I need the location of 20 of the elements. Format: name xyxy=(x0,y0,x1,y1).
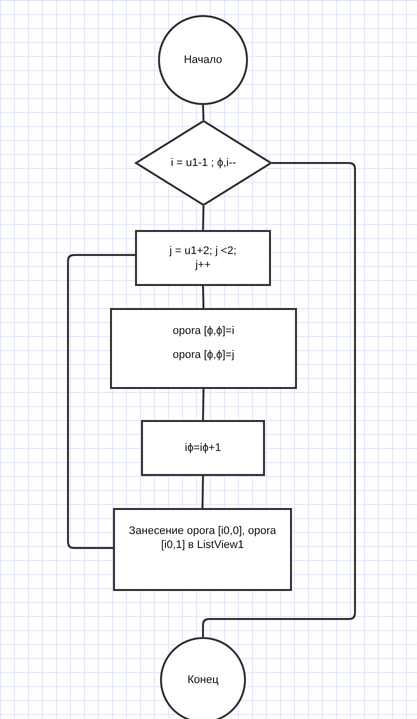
decision-diamond xyxy=(135,120,272,206)
process-box xyxy=(135,230,271,286)
node-text: Конец xyxy=(187,673,219,687)
process-box xyxy=(113,508,292,591)
process-box xyxy=(141,420,265,476)
node-text: opora [ϕ,ϕ]=j xyxy=(172,348,234,362)
connector-line xyxy=(202,162,356,637)
connector-line xyxy=(67,254,135,549)
connector-line xyxy=(202,476,204,508)
node-text: iϕ=iϕ+1 xyxy=(184,441,222,455)
node-text: i = u1-1 ; ϕ,i-- xyxy=(170,156,236,170)
node-text: Начало xyxy=(184,53,222,67)
node-text: Занесение opora [i0,0], opora [i0,1] в ListView1 xyxy=(128,524,278,552)
node-text: j = u1+2; j <2; j++ xyxy=(168,244,238,272)
connector-line xyxy=(202,206,204,230)
process-box xyxy=(110,308,297,389)
connector-line xyxy=(202,104,204,120)
node-text: opora [ϕ,ϕ]=i xyxy=(172,324,234,338)
connector-line xyxy=(202,388,204,420)
connector-line xyxy=(202,286,204,308)
